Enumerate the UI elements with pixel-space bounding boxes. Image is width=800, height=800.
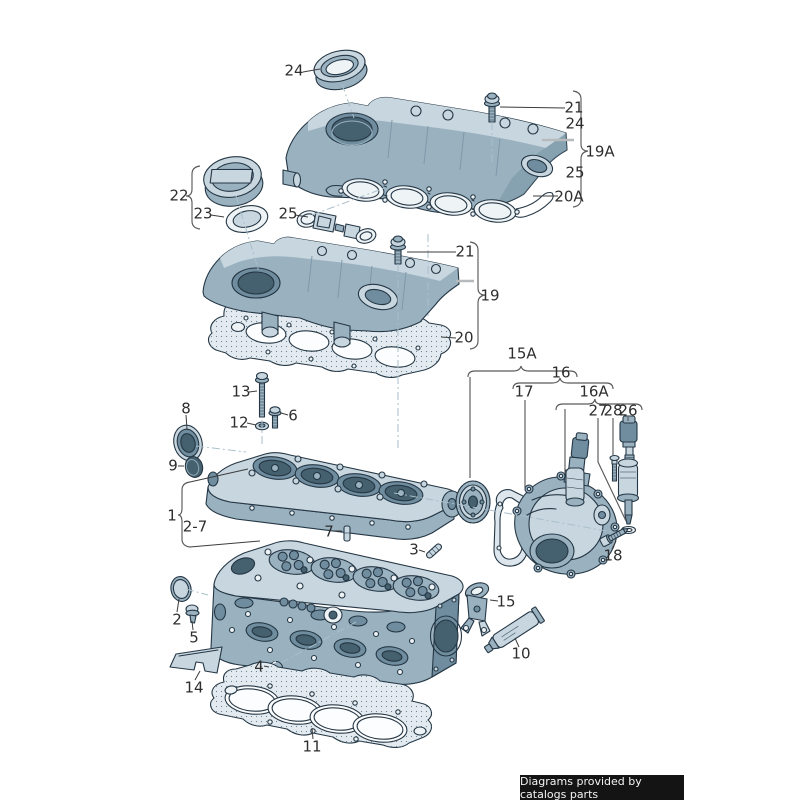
head-sealing-cap — [170, 576, 192, 602]
callout-13: 13 — [231, 382, 251, 401]
baffle-plate — [169, 646, 223, 674]
callout-15A: 15A — [507, 344, 537, 363]
callout-3: 3 — [409, 540, 419, 559]
callout-25-pcv: 25 — [278, 204, 298, 223]
oil-filler-cap — [203, 156, 264, 207]
callout-8: 8 — [181, 399, 191, 418]
callout-15: 15 — [496, 592, 516, 611]
callout-2: 2 — [172, 610, 182, 629]
callout-2-7: 2-7 — [182, 517, 208, 536]
callout-20: 20 — [454, 328, 474, 347]
watermark-caption: Diagrams provided by catalogs parts — [520, 775, 684, 800]
dowel-pin — [425, 543, 443, 559]
head-gasket — [210, 661, 433, 748]
callout-6: 6 — [288, 406, 298, 425]
callout-11: 11 — [302, 737, 322, 756]
timing-chain-cover — [512, 432, 620, 579]
callout-14: 14 — [184, 678, 204, 697]
callout-24-cap-top: 24 — [284, 61, 304, 80]
assembly-axes — [185, 83, 613, 664]
camshaft-sensor — [619, 415, 638, 463]
group-braces — [177, 90, 643, 548]
camshaft-seal-ring — [173, 424, 203, 462]
short-bolt — [268, 406, 282, 429]
camshaft-housing — [205, 452, 463, 540]
callout-16: 16 — [551, 363, 571, 382]
callout-20A: 20A — [554, 187, 584, 206]
callout-5: 5 — [189, 628, 199, 647]
callout-28: 28 — [603, 401, 623, 420]
breather-cap — [313, 49, 368, 91]
sealing-plug — [184, 456, 204, 478]
cover-bolt-18 — [599, 528, 629, 547]
callout-9: 9 — [168, 456, 178, 475]
callout-27: 27 — [588, 401, 608, 420]
callout-18: 18 — [603, 546, 623, 565]
camshaft-sprocket — [455, 480, 491, 524]
pressure-control-valve — [616, 458, 640, 535]
callout-19: 19 — [480, 286, 500, 305]
callout-22: 22 — [169, 186, 189, 205]
callout-21-upper: 21 — [564, 98, 584, 117]
lifting-bracket — [460, 582, 491, 637]
sealant-tube — [484, 606, 545, 654]
cover-bolt-mid — [389, 235, 407, 265]
head-bolt — [185, 604, 200, 624]
callout-26: 26 — [618, 401, 638, 420]
callout-4: 4 — [254, 657, 264, 676]
valve-cover-gasket-upper — [325, 178, 554, 223]
callout-7: 7 — [324, 522, 334, 541]
callout-21-mid: 21 — [455, 242, 475, 261]
callout-23: 23 — [193, 204, 213, 223]
long-stud — [254, 371, 270, 418]
dowel-sleeve — [343, 525, 351, 542]
callout-1: 1 — [167, 506, 177, 525]
callout-17: 17 — [514, 382, 534, 401]
callout-10: 10 — [511, 644, 531, 663]
filler-cap-seal — [225, 205, 269, 233]
leader-lines — [176, 68, 617, 740]
callout-24-listed: 24 — [565, 114, 585, 133]
callout-19A: 19A — [585, 142, 615, 161]
callout-12: 12 — [229, 413, 249, 432]
mounted-solenoid — [568, 432, 590, 472]
cylinder-head — [210, 540, 464, 685]
valve-bolt — [609, 454, 620, 482]
callout-16A: 16A — [579, 382, 609, 401]
callout-25-listed: 25 — [565, 163, 585, 182]
